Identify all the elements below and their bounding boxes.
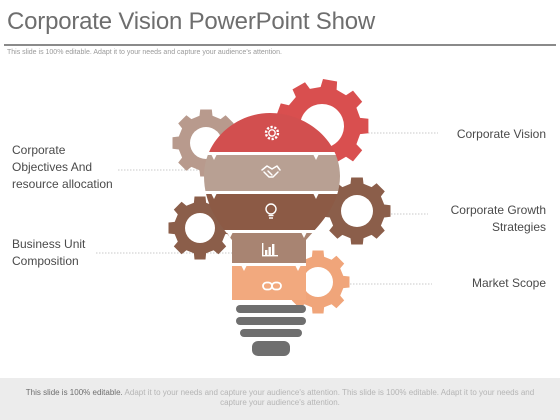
footer-text: This slide is 100% editable. Adapt it to… bbox=[0, 388, 560, 408]
label-market-scope: Market Scope bbox=[472, 275, 546, 292]
label-corporate-objectives-line3: resource allocation bbox=[12, 177, 113, 191]
slide-subtitle: This slide is 100% editable. Adapt it to… bbox=[7, 49, 282, 56]
label-corporate-growth-line2: Strategies bbox=[491, 220, 546, 234]
brown-gear-right-icon bbox=[323, 177, 391, 245]
label-business-unit-line1: Business Unit bbox=[12, 237, 86, 251]
title-divider bbox=[4, 44, 556, 46]
label-corporate-objectives-line2: Objectives And bbox=[12, 160, 93, 174]
chain-link-icon bbox=[262, 281, 282, 291]
bulb-band-tan bbox=[204, 155, 340, 191]
label-corporate-growth-line1: Corporate Growth bbox=[450, 203, 546, 217]
label-corporate-objectives: Corporate Objectives And resource alloca… bbox=[12, 142, 113, 193]
handshake-icon bbox=[261, 165, 281, 178]
label-market-scope-text: Market Scope bbox=[471, 276, 546, 290]
label-corporate-vision: Corporate Vision bbox=[457, 126, 546, 143]
bulb-band-brown bbox=[204, 194, 340, 230]
footer-bar: This slide is 100% editable. Adapt it to… bbox=[0, 378, 560, 420]
label-business-unit-line2: Composition bbox=[12, 254, 79, 268]
bar-chart-icon bbox=[262, 243, 278, 257]
footer-text-line2: capture your audience's attention. bbox=[220, 398, 340, 407]
gears-group bbox=[168, 79, 391, 314]
bulb-base bbox=[236, 305, 306, 356]
slide-title: Corporate Vision PowerPoint Show bbox=[7, 8, 376, 35]
label-business-unit: Business Unit Composition bbox=[12, 236, 85, 270]
label-corporate-growth: Corporate Growth Strategies bbox=[451, 202, 546, 236]
gear-icon bbox=[264, 125, 280, 141]
lightbulb-icon bbox=[265, 203, 277, 219]
footer-text-line1: Adapt it to your needs and capture your … bbox=[124, 388, 535, 397]
label-corporate-vision-text: Corporate Vision bbox=[456, 127, 546, 141]
band-notches bbox=[210, 152, 320, 271]
label-corporate-objectives-line1: Corporate bbox=[12, 143, 66, 157]
footer-text-strong: This slide is 100% editable. bbox=[25, 388, 123, 397]
